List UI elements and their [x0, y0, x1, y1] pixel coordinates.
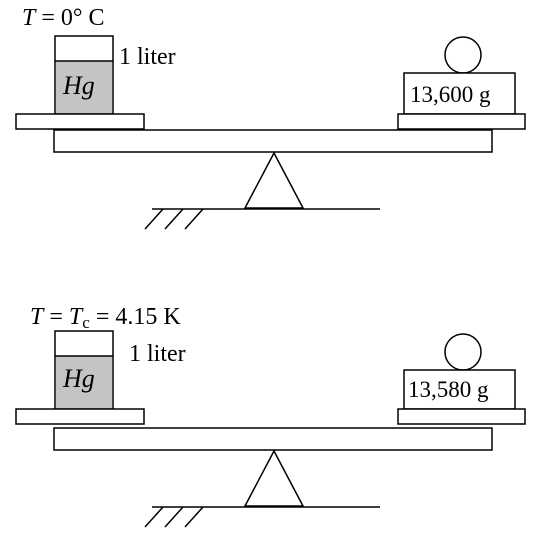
- temperature-label-top: T = 0° C: [22, 5, 105, 31]
- mercury-fill-bottom: [56, 356, 112, 408]
- volume-label-bottom: 1 liter: [129, 341, 186, 367]
- temperature-label-bottom: T = Tc = 4.15 K: [30, 304, 181, 332]
- left-pan-top: [15, 113, 145, 130]
- weight-knob-bottom: [444, 333, 482, 371]
- panel-bottom: T = Tc = 4.15 K Hg 1 liter 13,580 g: [15, 304, 526, 528]
- beaker-label-bottom: Hg: [62, 364, 95, 393]
- volume-label-top: 1 liter: [119, 44, 176, 70]
- fulcrum-top: [243, 151, 305, 209]
- weight-knob-top: [444, 36, 482, 74]
- fulcrum-bottom: [243, 449, 305, 507]
- beaker-label-top: Hg: [62, 71, 95, 100]
- ground-hatch-top: [144, 208, 204, 230]
- panel-top: T = 0° C Hg 1 liter 13,600 g: [15, 5, 526, 230]
- right-pan-bottom: [397, 408, 526, 425]
- weight-label-top: 13,600 g: [410, 82, 491, 107]
- beam-bottom: [53, 427, 493, 451]
- right-pan-top: [397, 113, 526, 130]
- left-pan-bottom: [15, 408, 145, 425]
- weight-label-bottom: 13,580 g: [408, 377, 489, 402]
- beam-top: [53, 129, 493, 153]
- ground-hatch-bottom: [144, 506, 204, 528]
- mercury-fill-top: [56, 61, 112, 113]
